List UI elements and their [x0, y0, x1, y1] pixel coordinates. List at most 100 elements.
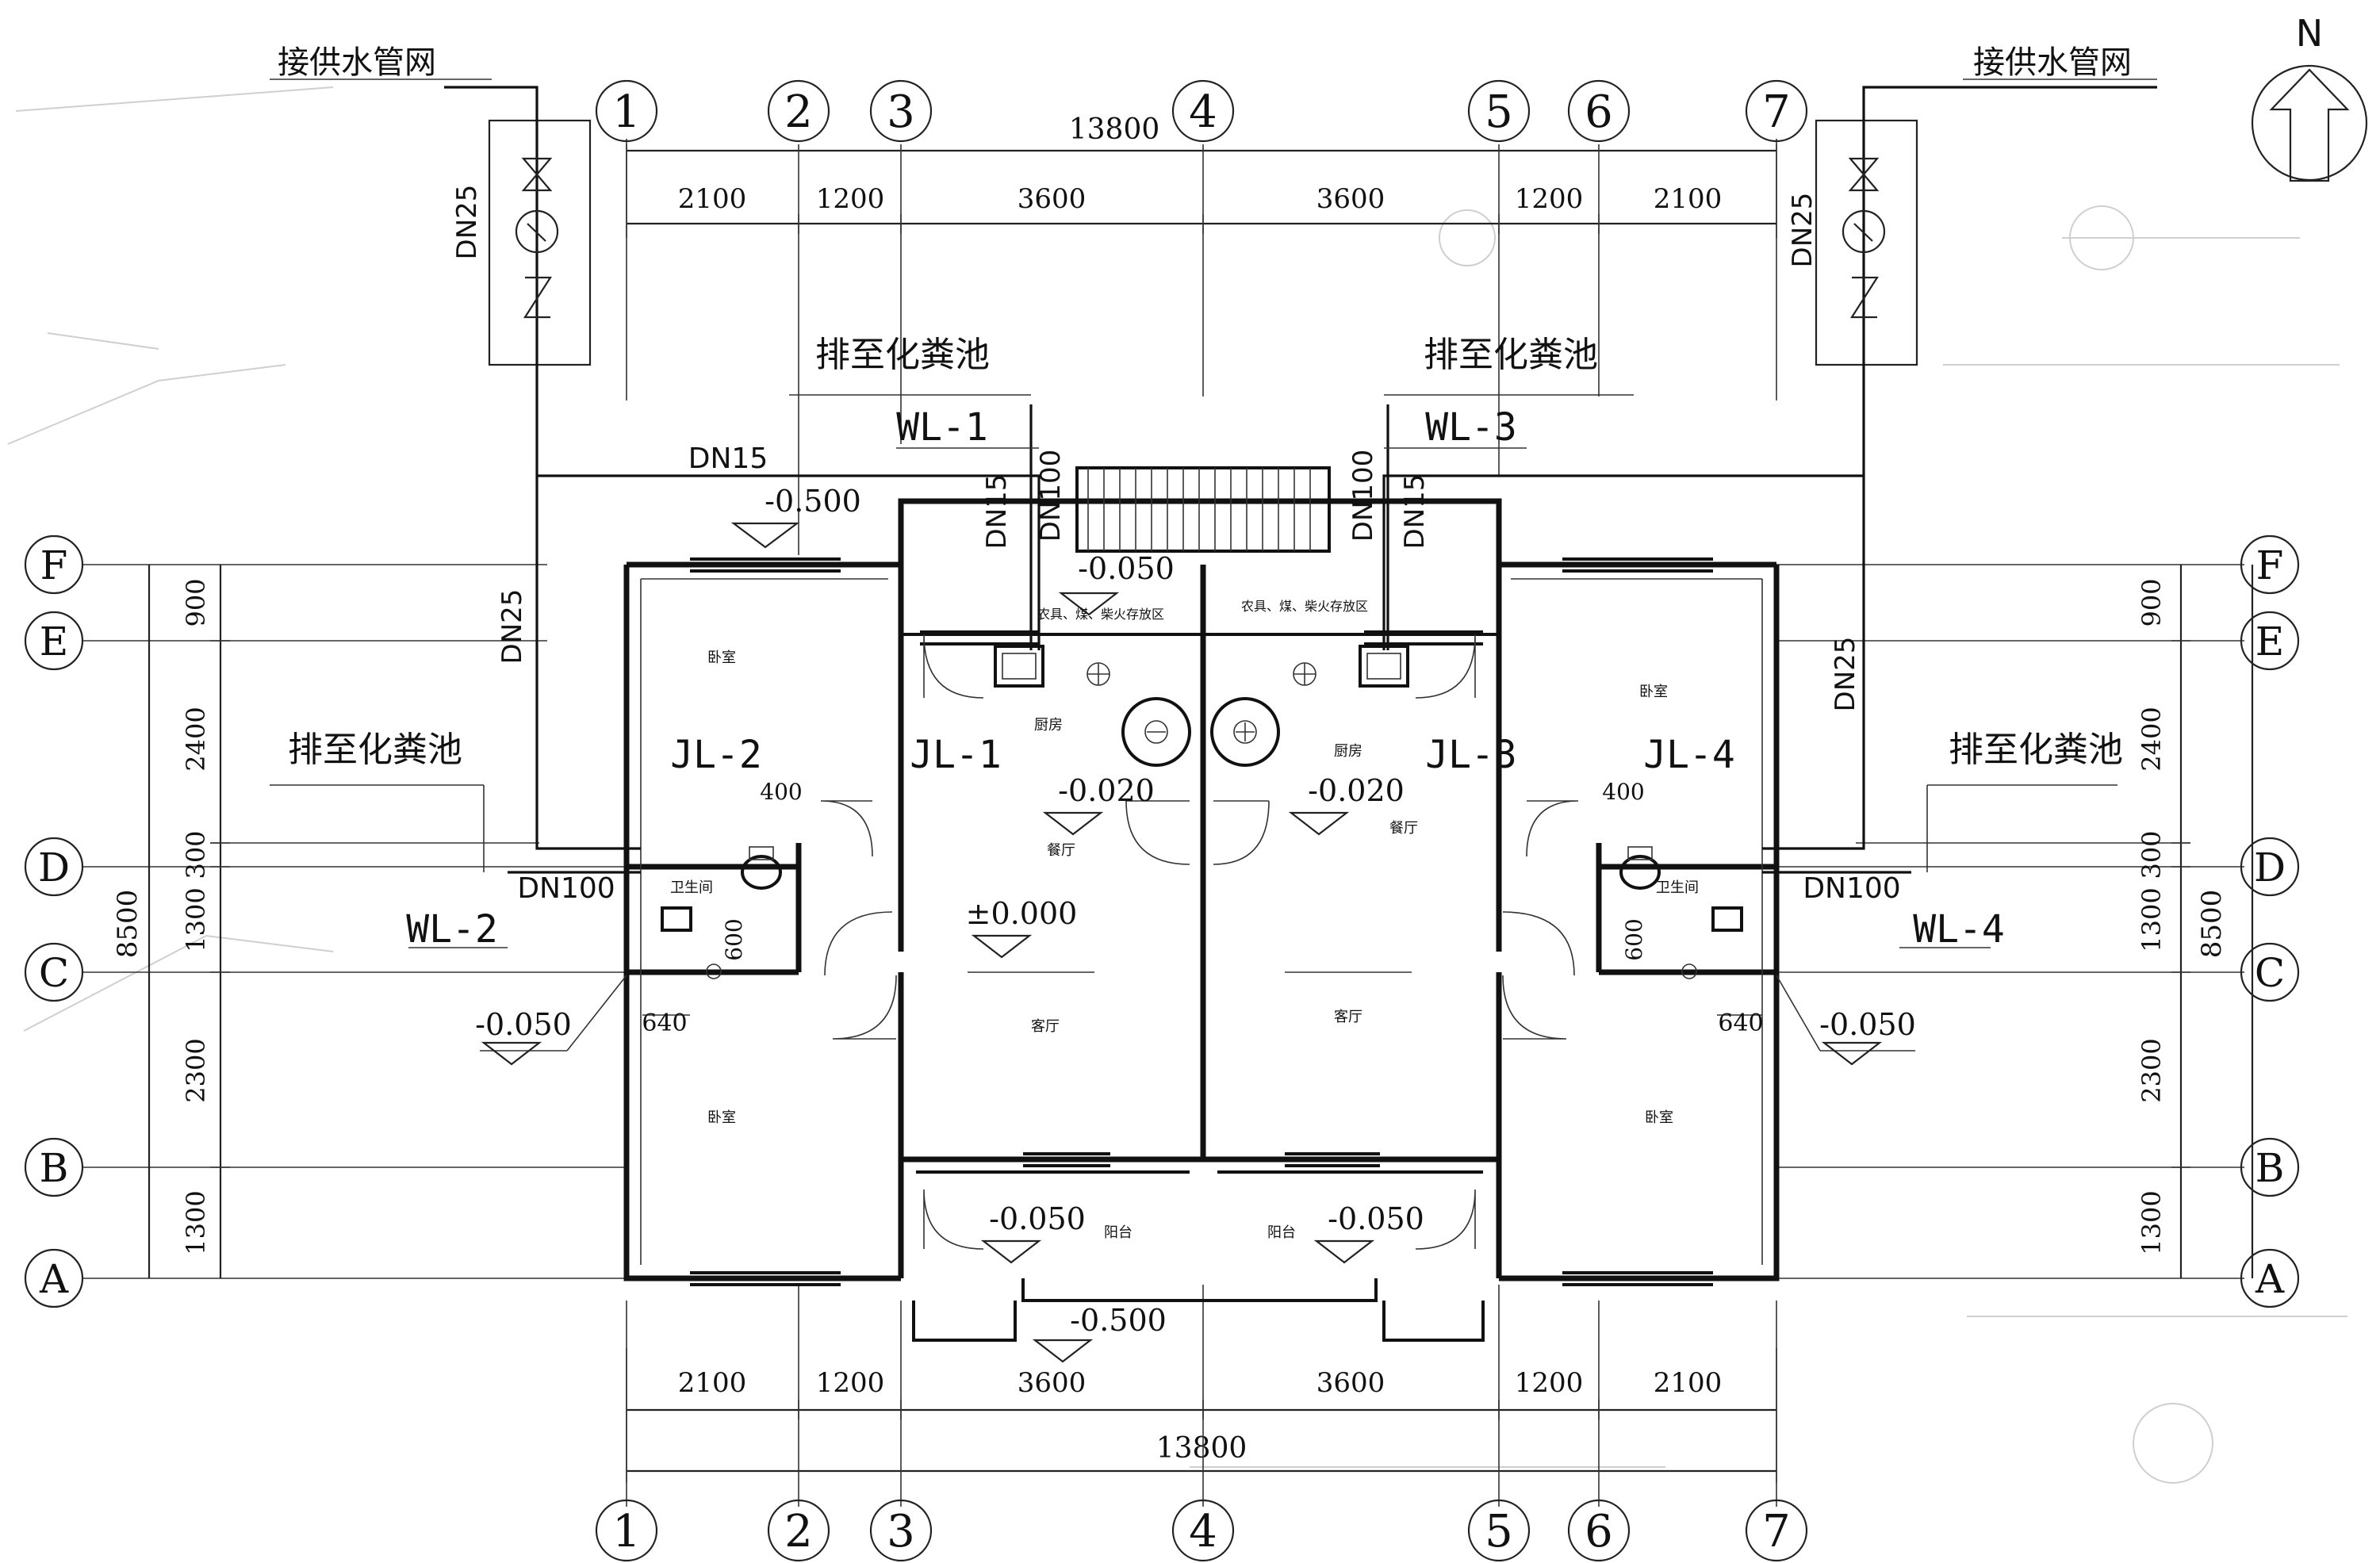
water-supply-left-label: 接供水管网 — [278, 44, 436, 81]
elevation-entry-top: -0.500 — [765, 484, 861, 519]
svg-text:C: C — [2255, 950, 2285, 996]
svg-text:F: F — [2256, 542, 2284, 588]
column-axis-bubbles-top: 1 2 3 4 5 6 7 — [595, 79, 1808, 143]
svg-text:B: B — [2255, 1145, 2285, 1191]
room-dining-left: 餐厅 — [1047, 842, 1075, 859]
svg-text:1: 1 — [612, 86, 641, 138]
elevation-storage: -0.050 — [1078, 551, 1175, 586]
svg-text:D: D — [38, 845, 70, 891]
svg-text:A: A — [2255, 1256, 2285, 1302]
room-bath-right: 卫生间 — [1656, 879, 1699, 896]
bottom-seg-1: 2100 — [678, 1367, 747, 1399]
right-total-dimension: 8500 — [2196, 890, 2228, 959]
svg-text:7: 7 — [1762, 1506, 1791, 1557]
floor-drain-bath-left-icon — [706, 963, 722, 979]
wl1-label: WL-1 — [896, 405, 988, 450]
room-bedroom-se: 卧室 — [1645, 1109, 1673, 1126]
septic-top-left-label: 排至化粪池 — [815, 335, 990, 375]
bottom-seg-5: 1200 — [1515, 1367, 1584, 1399]
room-balcony-left: 阳台 — [1104, 1224, 1133, 1241]
elevation-living: ±0.000 — [966, 896, 1078, 931]
svg-text:6: 6 — [1585, 1506, 1613, 1557]
bottom-seg-3: 3600 — [1018, 1367, 1087, 1399]
axis-bubble-B-right: B — [2240, 1137, 2300, 1197]
septic-mid-left-label: 排至化粪池 — [288, 730, 462, 770]
dim-600-right: 600 — [1621, 918, 1647, 960]
axis-bubble-6-top: 6 — [1567, 79, 1631, 143]
axis-bubble-1-bottom: 1 — [595, 1499, 658, 1562]
svg-text:D: D — [2254, 845, 2286, 891]
floor-drain-bath-right-icon — [1681, 963, 1697, 979]
top-seg-3: 3600 — [1018, 183, 1087, 215]
axis-bubble-6-bottom: 6 — [1567, 1499, 1631, 1562]
axis-bubble-A-right: A — [2240, 1248, 2300, 1308]
toilet-left-icon — [741, 846, 782, 890]
svg-text:5: 5 — [1485, 1506, 1513, 1557]
elevation-dining-right: -0.020 — [1308, 773, 1405, 808]
left-seg-2400: 2400 — [181, 707, 211, 771]
right-seg-2300: 2300 — [2137, 1038, 2167, 1102]
svg-text:1: 1 — [612, 1506, 641, 1557]
elevation-balcony-left: -0.050 — [989, 1201, 1086, 1236]
top-seg-4: 3600 — [1316, 183, 1385, 215]
floor-drain-kitchen-right-icon — [1293, 662, 1316, 686]
kitchen-sink-left-icon — [994, 645, 1044, 688]
elevation-bath-left: -0.050 — [475, 1007, 572, 1042]
doors — [820, 634, 1579, 1250]
right-seg-2400: 2400 — [2137, 707, 2167, 771]
stove-right-icon — [1210, 697, 1280, 767]
dim-640-left: 640 — [642, 1009, 687, 1037]
elevation-balcony-right: -0.050 — [1328, 1201, 1424, 1236]
left-seg-2300: 2300 — [181, 1038, 211, 1102]
svg-text:E: E — [40, 619, 69, 665]
dim-600-left: 600 — [721, 918, 747, 960]
axis-bubble-2-bottom: 2 — [767, 1499, 830, 1562]
axis-bubble-D-right: D — [2240, 837, 2300, 897]
axis-bubble-2-top: 2 — [767, 79, 830, 143]
svg-text:4: 4 — [1189, 86, 1217, 138]
water-supply-right-label: 接供水管网 — [1973, 44, 2132, 81]
elevation-entry-bottom: -0.500 — [1070, 1303, 1167, 1338]
dn25-left-run-label: DN25 — [496, 589, 528, 665]
wl2-label: WL-2 — [406, 907, 498, 952]
svg-text:3: 3 — [887, 86, 915, 138]
elevation-bath-right: -0.050 — [1819, 1007, 1916, 1042]
axis-bubble-4-bottom: 4 — [1171, 1499, 1235, 1562]
left-total-dimension: 8500 — [112, 890, 144, 959]
svg-text:C: C — [39, 950, 69, 996]
svg-text:2: 2 — [784, 86, 813, 138]
room-bedroom-ne: 卧室 — [1639, 684, 1668, 700]
wl3-label: WL-3 — [1425, 405, 1517, 450]
top-seg-1: 2100 — [678, 183, 747, 215]
svg-text:B: B — [40, 1145, 69, 1191]
bottom-seg-4: 3600 — [1316, 1367, 1385, 1399]
left-seg-1300b: 1300 — [181, 1190, 211, 1255]
axis-bubble-F-right: F — [2240, 534, 2300, 595]
elevation-markers — [481, 522, 1883, 1363]
column-grid-lines — [626, 144, 1777, 1507]
room-kitchen-right: 厨房 — [1334, 743, 1362, 760]
axis-bubble-5-bottom: 5 — [1467, 1499, 1531, 1562]
room-living-right: 客厅 — [1334, 1009, 1362, 1025]
elevation-dining-left: -0.020 — [1058, 773, 1155, 808]
dim-400-left: 400 — [760, 779, 802, 805]
bottom-seg-2: 1200 — [816, 1367, 885, 1399]
dn15-vertical-left-label: DN15 — [981, 474, 1013, 550]
room-storage-right: 农具、煤、柴火存放区 — [1241, 599, 1368, 614]
dim-400-right: 400 — [1602, 779, 1644, 805]
axis-bubble-B-left: B — [24, 1137, 84, 1197]
dn100-vertical-left-label: DN100 — [1035, 450, 1067, 542]
axis-bubble-4-top: 4 — [1171, 79, 1235, 143]
background-ghost-drawing — [7, 86, 2347, 1484]
jl1-label: JL-1 — [910, 733, 1002, 777]
bottom-total-dimension: 13800 — [1156, 1432, 1247, 1465]
floor-drain-kitchen-left-icon — [1087, 662, 1110, 686]
bottom-seg-6: 2100 — [1654, 1367, 1723, 1399]
bottom-segment-labels: 2100 1200 3600 3600 1200 2100 — [678, 1367, 1723, 1399]
toilet-right-icon — [1619, 846, 1661, 890]
dn15-label: DN15 — [688, 442, 768, 475]
axis-bubble-1-top: 1 — [595, 79, 658, 143]
axis-bubble-D-left: D — [24, 837, 84, 897]
svg-text:6: 6 — [1585, 86, 1613, 138]
